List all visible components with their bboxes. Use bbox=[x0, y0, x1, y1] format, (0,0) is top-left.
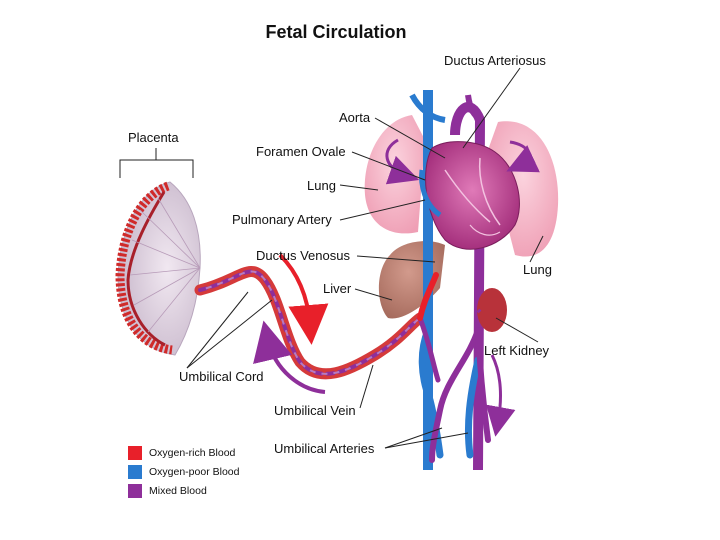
label-lung-right: Lung bbox=[523, 262, 552, 277]
label-placenta: Placenta bbox=[128, 130, 179, 145]
legend-label-mixed: Mixed Blood bbox=[149, 485, 207, 497]
label-lung-left: Lung bbox=[307, 178, 336, 193]
label-pulmonary-artery: Pulmonary Artery bbox=[232, 212, 332, 227]
kidney-shape bbox=[477, 288, 507, 332]
label-umbilical-cord: Umbilical Cord bbox=[179, 369, 264, 384]
label-ductus-arteriosus: Ductus Arteriosus bbox=[444, 53, 546, 68]
legend-swatch-oxygen-poor bbox=[128, 465, 142, 479]
left-lung-shape bbox=[365, 115, 425, 233]
legend-label-oxygen-rich: Oxygen-rich Blood bbox=[149, 447, 235, 459]
legend-label-oxygen-poor: Oxygen-poor Blood bbox=[149, 466, 239, 478]
label-foramen-ovale: Foramen Ovale bbox=[256, 144, 346, 159]
legend-item-oxygen-rich: Oxygen-rich Blood bbox=[128, 446, 235, 460]
label-umbilical-vein: Umbilical Vein bbox=[274, 403, 356, 418]
legend-swatch-oxygen-rich bbox=[128, 446, 142, 460]
leader-lines bbox=[187, 68, 543, 448]
placenta-shape bbox=[118, 182, 200, 355]
legend-item-mixed: Mixed Blood bbox=[128, 484, 207, 498]
legend-item-oxygen-poor: Oxygen-poor Blood bbox=[128, 465, 239, 479]
label-liver: Liver bbox=[323, 281, 351, 296]
flow-arrow-leg bbox=[492, 355, 500, 422]
legend-swatch-mixed bbox=[128, 484, 142, 498]
label-aorta: Aorta bbox=[339, 110, 370, 125]
placenta-bracket bbox=[120, 148, 193, 178]
diagram-title: Fetal Circulation bbox=[0, 22, 672, 43]
label-ductus-venosus: Ductus Venosus bbox=[256, 248, 350, 263]
label-umbilical-arteries: Umbilical Arteries bbox=[274, 441, 374, 456]
label-left-kidney: Left Kidney bbox=[484, 343, 549, 358]
